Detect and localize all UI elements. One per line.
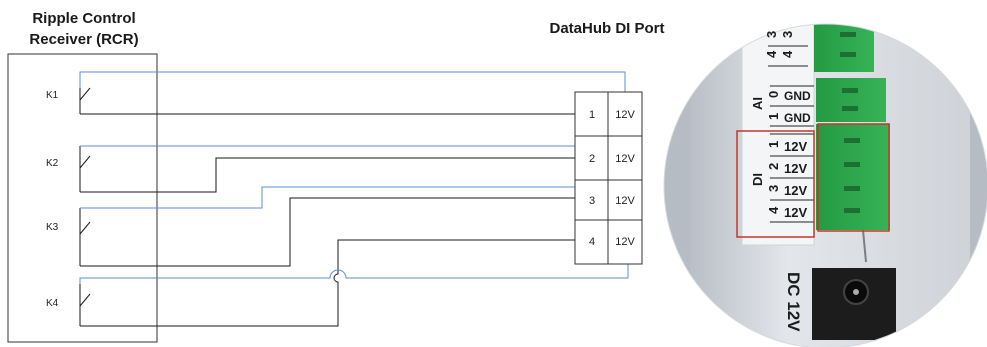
device-photo-border xyxy=(663,23,987,347)
relay-switch-k1 xyxy=(79,87,91,114)
relay-k2-label: K2 xyxy=(46,158,59,169)
terminal-block xyxy=(574,91,643,265)
wire-k3-to-di3 xyxy=(80,197,575,267)
terminal-num-2: 2 xyxy=(589,153,595,165)
terminal-num-1: 1 xyxy=(589,109,595,121)
photo-ai-label: AI xyxy=(750,97,765,110)
green-terminal-ai xyxy=(816,78,886,122)
wire-12v4-to-k4 xyxy=(79,262,629,284)
relay-switch-k2 xyxy=(79,146,91,192)
rcr-title-line1: Ripple Control xyxy=(32,10,135,27)
rcr-box xyxy=(7,53,158,343)
photo-di-12v-1: 12V xyxy=(784,139,807,154)
relay-k3-label: K3 xyxy=(46,222,59,233)
photo-di-12v-3: 12V xyxy=(784,183,807,198)
photo-top-numbers: 3 4 3 4 xyxy=(764,31,795,58)
photo-di-num-2: 2 xyxy=(766,163,781,170)
blue-wires xyxy=(79,71,629,284)
photo-di-12v-2: 12V xyxy=(784,161,807,176)
wire-12v3-to-k3 xyxy=(80,180,626,209)
svg-text:3: 3 xyxy=(780,31,795,38)
rcr-title-line2: Receiver (RCR) xyxy=(29,31,138,48)
terminal-voltage-2: 12V xyxy=(615,153,635,165)
photo-ai-num-1: 1 xyxy=(766,113,781,120)
relay-k4-label: K4 xyxy=(46,298,59,309)
terminal-voltage-1: 12V xyxy=(615,109,635,121)
photo-di-num-1: 1 xyxy=(766,141,781,148)
green-terminal-top xyxy=(814,24,874,72)
svg-text:4: 4 xyxy=(764,50,779,58)
wire-k4-to-di4 xyxy=(80,239,575,327)
photo-ai-gnd-1: GND xyxy=(784,111,811,125)
wire-12v2-to-k2 xyxy=(80,136,626,147)
di-label-highlight xyxy=(736,130,815,238)
terminal-num-4: 4 xyxy=(589,236,595,248)
wire-12v1-to-k1 xyxy=(79,71,626,92)
terminal-voltage-3: 12V xyxy=(615,195,635,207)
photo-di-num-3: 3 xyxy=(766,185,781,192)
svg-text:4: 4 xyxy=(780,50,795,58)
di-terminal-highlight xyxy=(817,123,890,232)
photo-dc-label: DC 12V xyxy=(784,272,803,332)
terminal-num-3: 3 xyxy=(589,195,595,207)
photo-di-12v-4: 12V xyxy=(784,205,807,220)
wire-k2-to-di2 xyxy=(80,157,575,193)
black-wires xyxy=(80,113,575,327)
photo-ai-num-0: 0 xyxy=(766,91,781,98)
svg-text:3: 3 xyxy=(764,31,779,38)
relay-switch-k4 xyxy=(79,284,91,326)
photo-di-label: DI xyxy=(750,173,765,186)
photo-di-num-4: 4 xyxy=(766,206,781,214)
terminal-voltage-4: 12V xyxy=(615,236,635,248)
photo-ai-gnd-0: GND xyxy=(784,89,811,103)
relay-switch-k3 xyxy=(79,208,91,266)
datahub-title: DataHub DI Port xyxy=(549,20,664,37)
relay-k1-label: K1 xyxy=(46,90,59,101)
